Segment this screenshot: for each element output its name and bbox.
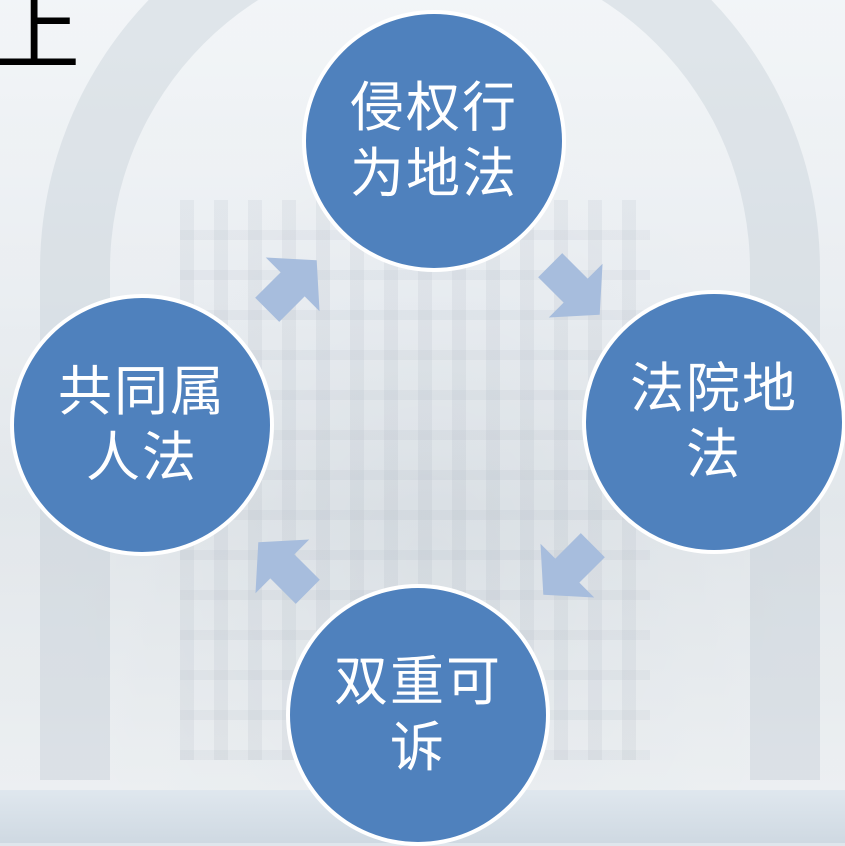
- node-label-line: 为地法: [350, 142, 518, 205]
- corner-title-fragment: 上: [0, 0, 80, 83]
- node-label-line: 法: [686, 423, 742, 486]
- cycle-node-common-personal-law: 共同属 人法: [10, 294, 274, 556]
- node-label-line: 人法: [86, 426, 198, 489]
- arrow-icon: [540, 533, 605, 598]
- arrow-icon: [255, 257, 320, 322]
- node-label-line: 双重可: [334, 650, 502, 714]
- cycle-node-double-actionability: 双重可 诉: [286, 584, 550, 846]
- arrow-icon: [255, 539, 320, 604]
- node-label-line: 法院地: [630, 357, 798, 421]
- cycle-node-tort-place-law: 侵权行 为地法: [302, 10, 566, 272]
- node-label-line: 诉: [390, 716, 446, 779]
- node-label-line: 侵权行: [350, 76, 518, 140]
- arrow-icon: [538, 253, 603, 318]
- node-label-line: 共同属: [58, 360, 226, 424]
- cycle-node-forum-law: 法院地 法: [582, 290, 845, 554]
